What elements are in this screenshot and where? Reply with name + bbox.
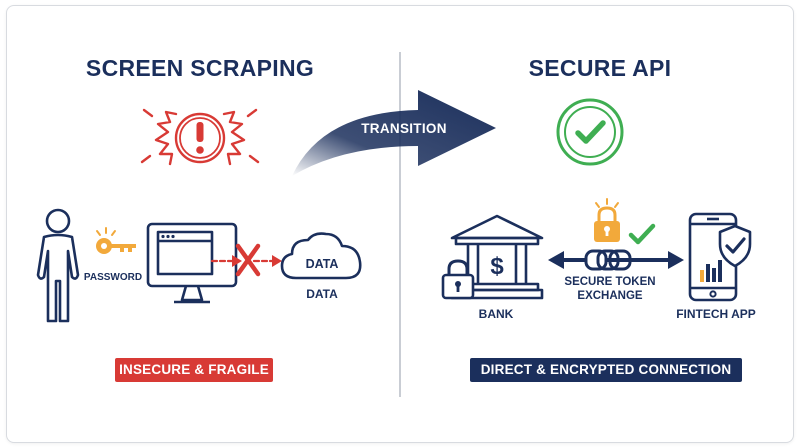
data-label: DATA [306, 287, 338, 301]
token-label-line2: EXCHANGE [577, 290, 643, 302]
transition-arrow [292, 90, 496, 176]
chain-link-icon [584, 249, 632, 271]
key-icon [96, 227, 136, 254]
shield-check-icon [718, 224, 752, 268]
token-padlock-icon [594, 198, 620, 242]
svg-text:$: $ [490, 253, 504, 280]
token-label-line1: SECURE TOKEN [564, 276, 656, 288]
small-check-icon [628, 223, 656, 245]
padlock-icon [441, 259, 475, 300]
monitor-icon [146, 222, 238, 304]
cloud-icon [280, 232, 362, 280]
double-arrow [548, 251, 684, 269]
right-panel-title: SECURE API [528, 55, 672, 81]
check-badge-icon [556, 98, 624, 166]
secure-badge: DIRECT & ENCRYPTED CONNECTION [470, 358, 742, 382]
blocked-x-icon [210, 243, 282, 277]
cloud-data-label: DATA [305, 257, 339, 271]
transition-label: TRANSITION [361, 121, 447, 136]
fintech-app-label: FINTECH APP [676, 307, 756, 321]
center-divider [399, 52, 401, 397]
left-panel-title: SCREEN SCRAPING [85, 55, 315, 81]
password-label: PASSWORD [83, 272, 143, 283]
warning-burst-icon [140, 108, 260, 166]
bank-label: BANK [478, 307, 514, 321]
insecure-badge: INSECURE & FRAGILE [115, 358, 273, 382]
person-icon [36, 208, 80, 323]
